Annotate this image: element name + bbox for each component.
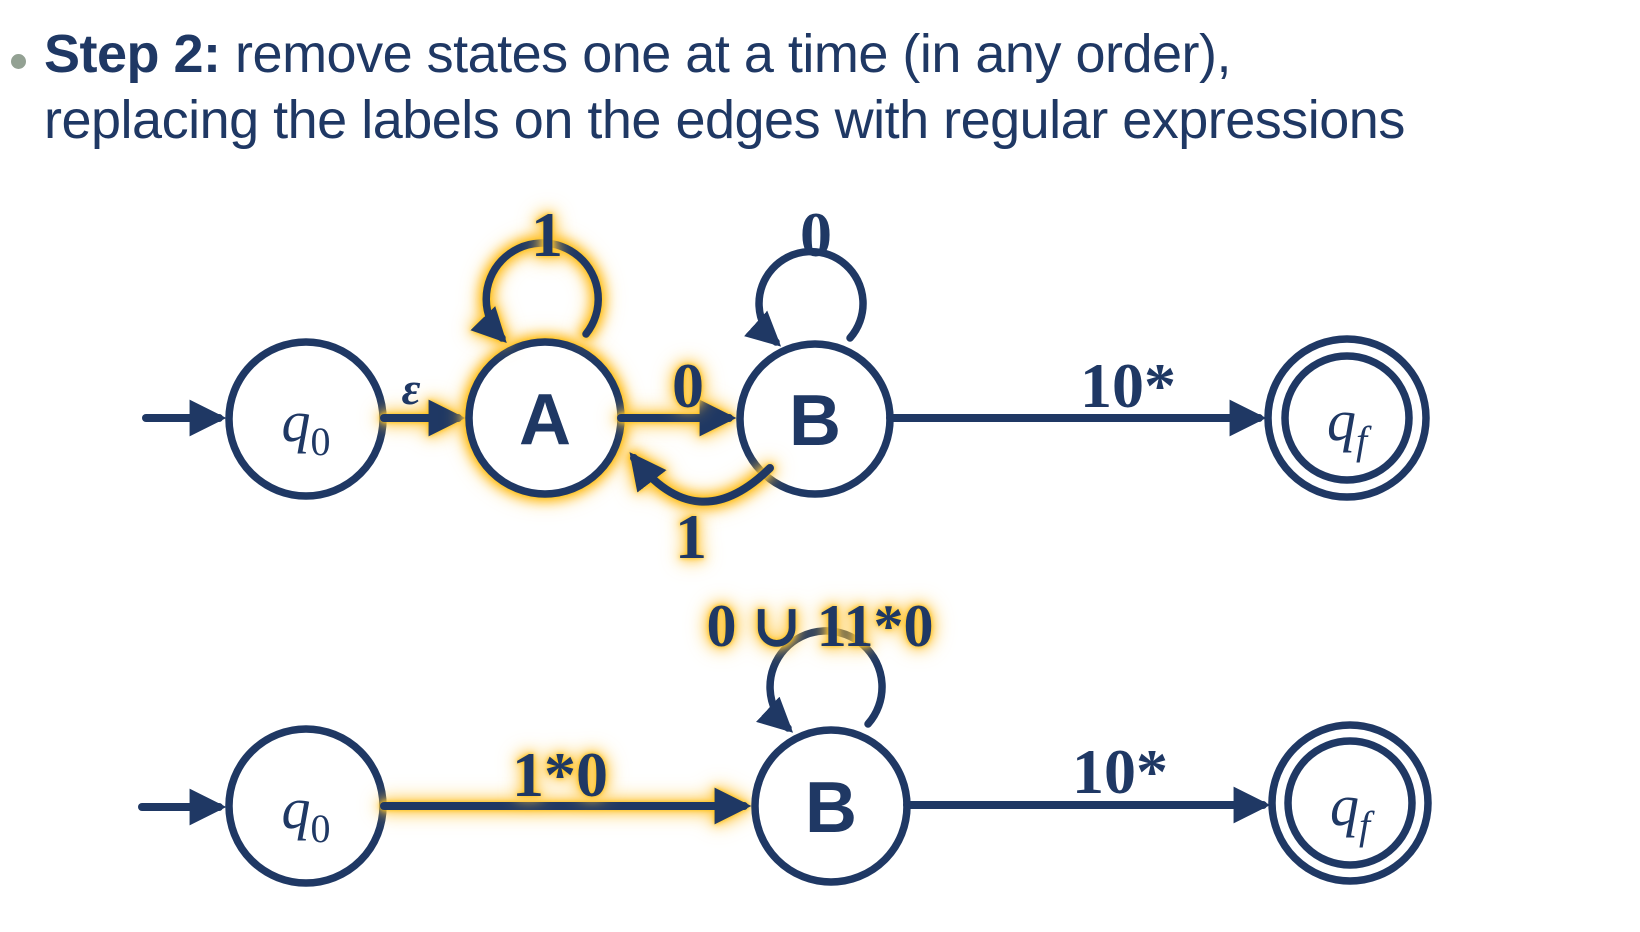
state-A-label: A [519, 380, 571, 460]
state-q0-label: q0 [282, 389, 331, 464]
title-line1-rest: remove states one at a time (in any orde… [220, 24, 1232, 84]
slide-title: Step 2: remove states one at a time (in … [44, 22, 1604, 154]
edge-label-B-to-qf: 10* [1080, 350, 1176, 421]
title-line-1: Step 2: remove states one at a time (in … [44, 22, 1604, 88]
edge-B-self-loop-bottom [756, 627, 886, 733]
edge-label-B-to-qf-bottom: 10* [1072, 736, 1168, 807]
edge-B-self-loop [743, 247, 867, 347]
bullet-dot [11, 54, 26, 69]
title-line-2: replacing the labels on the edges with r… [44, 89, 1405, 150]
edge-label-B-to-A: 1 [675, 501, 707, 572]
title-step-label: Step 2: [44, 24, 221, 84]
edge-label-epsilon: ε [402, 363, 421, 414]
state-q0-bottom-label: q0 [282, 776, 331, 851]
state-qf-bottom-inner [1284, 737, 1416, 869]
edge-B-to-A [629, 452, 774, 506]
state-qf-inner [1281, 352, 1413, 484]
edge-A-self-loop [470, 239, 602, 343]
edge-label-B-self-bottom: 0 ∪ 11*0 [707, 593, 934, 659]
state-B-bottom-label: B [805, 768, 857, 848]
edge-label-A-to-B: 0 [672, 350, 704, 421]
edge-label-q0-to-B: 1*0 [512, 739, 608, 810]
top-diagram: q0 ε A 1 0 B 0 1 10* qf [142, 199, 1430, 572]
edge-label-A-self: 1 [531, 199, 563, 270]
edge-label-B-self: 0 [800, 199, 832, 270]
state-B-label: B [789, 381, 841, 461]
state-qf-bottom-label: qf [1330, 773, 1375, 848]
bottom-diagram: q0 1*0 B 0 ∪ 11*0 10* qf [138, 593, 1432, 887]
